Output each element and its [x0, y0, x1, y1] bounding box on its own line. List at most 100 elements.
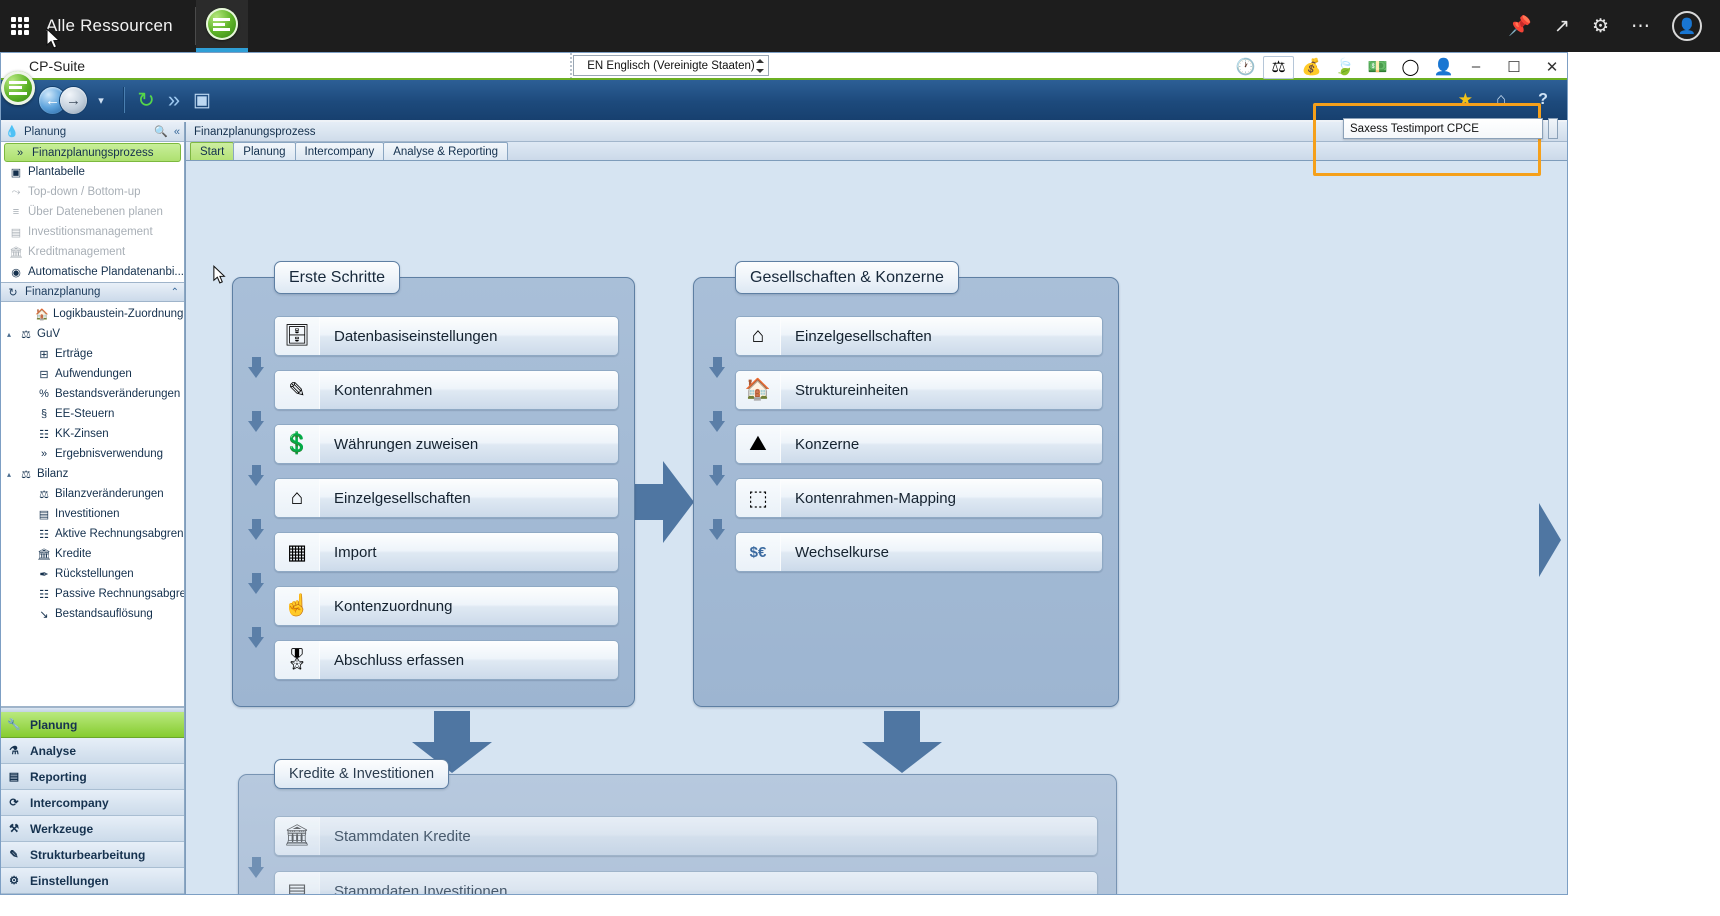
- minimize-button[interactable]: –: [1471, 58, 1481, 75]
- back-button[interactable]: ←: [39, 86, 66, 114]
- flow-arrow-down: [709, 411, 726, 432]
- sidebar-nav-intercompany[interactable]: ⟳ Intercompany: [1, 790, 184, 816]
- next-page-arrow[interactable]: [1539, 503, 1561, 578]
- refresh-button[interactable]: ↻: [137, 88, 155, 112]
- tab-intercompany[interactable]: Intercompany: [294, 142, 385, 160]
- tree-node-label: Aktive Rechnungsabgren...: [55, 528, 184, 540]
- chevron-up-icon[interactable]: ⌃: [170, 286, 179, 298]
- expand-icon[interactable]: ↗: [1554, 15, 1570, 37]
- process-item-abschluss-erfassen[interactable]: 🎖 Abschluss erfassen: [274, 640, 619, 680]
- tree-node-guv[interactable]: ▴ ⚖ GuV: [1, 324, 184, 344]
- flow-arrow-down: [248, 519, 265, 540]
- process-item-einzelgesellschaften-2[interactable]: ⌂ Einzelgesellschaften: [735, 316, 1103, 356]
- process-item-datenbasiseinstellungen[interactable]: 🗄 Datenbasiseinstellungen: [274, 316, 619, 356]
- strukturbearbeitung-icon: ✎: [9, 849, 19, 861]
- tree-node-rueckstellungen[interactable]: ✒ Rückstellungen: [1, 564, 184, 584]
- process-item-struktureinheiten[interactable]: 🏠 Struktureinheiten: [735, 370, 1103, 410]
- context-selector[interactable]: Saxess Testimport CPCE: [1343, 118, 1543, 139]
- tab-analyse-reporting[interactable]: Analyse & Reporting: [383, 142, 509, 160]
- mouse-cursor: [46, 28, 61, 49]
- balance-scale-icon[interactable]: ⚖: [1263, 55, 1294, 79]
- pin-icon[interactable]: 📌: [1508, 15, 1533, 37]
- gauge-icon[interactable]: 🕐: [1235, 59, 1256, 76]
- tree-node-label: KK-Zinsen: [55, 428, 109, 440]
- fast-forward-button[interactable]: »: [167, 87, 181, 112]
- double-chevron-icon: »: [40, 448, 48, 460]
- sidebar-item-plantabelle[interactable]: ▣ Plantabelle: [1, 162, 184, 182]
- tree-node-ertraege[interactable]: ⊞ Erträge: [1, 344, 184, 364]
- maximize-button[interactable]: ☐: [1507, 58, 1521, 76]
- flow-arrow-down: [248, 573, 265, 594]
- help-button[interactable]: ?: [1538, 91, 1548, 108]
- investitionen-icon: ▤: [38, 508, 50, 521]
- sidebar-nav-planung[interactable]: 🔧 Planung: [1, 712, 184, 738]
- process-item-wechselkurse[interactable]: $€ Wechselkurse: [735, 532, 1103, 572]
- collapse-sidebar-icon[interactable]: «: [173, 125, 180, 138]
- process-item-konzerne[interactable]: ⛰ Konzerne: [735, 424, 1103, 464]
- tree-node-kredite[interactable]: 🏛 Kredite: [1, 544, 184, 564]
- tree-node-ergebnisverwendung[interactable]: » Ergebnisverwendung: [1, 444, 184, 464]
- sidebar-splitter[interactable]: [1, 707, 184, 712]
- title-bar-divider: [570, 53, 572, 78]
- tree-node-bilanzveraenderungen[interactable]: ⚖ Bilanzveränderungen: [1, 484, 184, 504]
- sidebar-item-automatische-plandatenanbindung[interactable]: ◉ Automatische Plandatenanbi...: [1, 262, 184, 282]
- tree-node-bestandsveraenderungen[interactable]: % Bestandsveränderungen: [1, 384, 184, 404]
- leaf-icon[interactable]: 🍃: [1334, 59, 1355, 76]
- favorites-star-button[interactable]: ★: [1457, 90, 1473, 109]
- hand-coins-icon[interactable]: 💰: [1301, 59, 1322, 76]
- process-item-waehrungen-zuweisen[interactable]: 💲 Währungen zuweisen: [274, 424, 619, 464]
- user-avatar-icon[interactable]: 👤: [1672, 11, 1702, 41]
- tree-node-logikbaustein-zuordnung[interactable]: 🏠 Logikbaustein-Zuordnung: [1, 304, 184, 324]
- flow-arrow-down: [709, 357, 726, 378]
- sidebar-group-finanzplanung[interactable]: ↻ Finanzplanung ⌃: [1, 282, 184, 302]
- tab-planung[interactable]: Planung: [233, 142, 296, 160]
- process-item-kontenzuordnung[interactable]: ☝ Kontenzuordnung: [274, 586, 619, 626]
- tab-start[interactable]: Start: [190, 142, 235, 160]
- forward-button[interactable]: →: [60, 86, 87, 114]
- bank-icon: 🏛: [275, 817, 320, 855]
- tree-node-bilanz[interactable]: ▴ ⚖ Bilanz: [1, 464, 184, 484]
- process-item-einzelgesellschaften[interactable]: ⌂ Einzelgesellschaften: [274, 478, 619, 518]
- tree-node-investitionen[interactable]: ▤ Investitionen: [1, 504, 184, 524]
- tree-node-ee-steuern[interactable]: § EE-Steuern: [1, 404, 184, 424]
- sidebar-nav-analyse[interactable]: ⚗ Analyse: [1, 738, 184, 764]
- tree-node-aufwendungen[interactable]: ⊟ Aufwendungen: [1, 364, 184, 384]
- tree-expander[interactable]: ▴: [6, 329, 11, 339]
- process-item-label: Datenbasiseinstellungen: [334, 327, 498, 345]
- sidebar-group-label: Finanzplanung: [25, 286, 101, 298]
- sidebar-nav-werkzeuge[interactable]: ⚒ Werkzeuge: [1, 816, 184, 842]
- tree-node-aktive-rechnungsabgrenzung[interactable]: ☷ Aktive Rechnungsabgren...: [1, 524, 184, 544]
- tax-icon: §: [40, 408, 48, 420]
- tree-node-kk-zinsen[interactable]: ☷ KK-Zinsen: [1, 424, 184, 444]
- tree-node-passive-rechnungsabgrenzung[interactable]: ☷ Passive Rechnungsabgre...: [1, 584, 184, 604]
- process-item-label: Stammdaten Investitionen: [334, 882, 508, 895]
- process-item-kontenrahmen-mapping[interactable]: ⬚ Kontenrahmen-Mapping: [735, 478, 1103, 518]
- context-selector-dropdown-button[interactable]: [1548, 118, 1558, 139]
- person-green-icon[interactable]: 👤: [1433, 59, 1454, 76]
- more-icon[interactable]: ⋯: [1631, 15, 1650, 37]
- sidebar-nav-reporting[interactable]: ▤ Reporting: [1, 764, 184, 790]
- home-button[interactable]: ⌂: [1496, 91, 1506, 108]
- sidebar-nav-einstellungen[interactable]: ⚙ Einstellungen: [1, 868, 184, 894]
- search-icon[interactable]: 🔍: [154, 126, 168, 138]
- banknote-icon[interactable]: 💵: [1367, 59, 1388, 76]
- tree-node-label: GuV: [37, 328, 61, 340]
- window-view-button[interactable]: ▣: [193, 89, 211, 111]
- history-dropdown-button[interactable]: ▾: [98, 94, 104, 107]
- sidebar-nav-strukturbearbeitung[interactable]: ✎ Strukturbearbeitung: [1, 842, 184, 868]
- process-item-import[interactable]: ▦ Import: [274, 532, 619, 572]
- tree-expander[interactable]: ▴: [6, 469, 11, 479]
- table-icon: ▣: [10, 166, 22, 179]
- process-item-kontenrahmen[interactable]: ✎ Kontenrahmen: [274, 370, 619, 410]
- close-button[interactable]: ✕: [1545, 58, 1559, 76]
- lifebuoy-icon[interactable]: ◯: [1401, 59, 1420, 76]
- tree-node-label: EE-Steuern: [55, 408, 115, 420]
- tree-node-bestandsaufloesung[interactable]: ↘ Bestandsauflösung: [1, 604, 184, 624]
- sidebar-item-finanzplanungsprozess[interactable]: » Finanzplanungsprozess: [4, 143, 181, 162]
- language-selector[interactable]: EN Englisch (Vereinigte Staaten): [573, 55, 769, 76]
- apps-grid-icon[interactable]: [11, 17, 29, 35]
- spinner-icon[interactable]: [756, 59, 765, 73]
- cp-suite-taskbar-tab[interactable]: [195, 0, 248, 52]
- process-item-label: Einzelgesellschaften: [795, 327, 932, 345]
- gear-icon[interactable]: ⚙: [1591, 15, 1609, 37]
